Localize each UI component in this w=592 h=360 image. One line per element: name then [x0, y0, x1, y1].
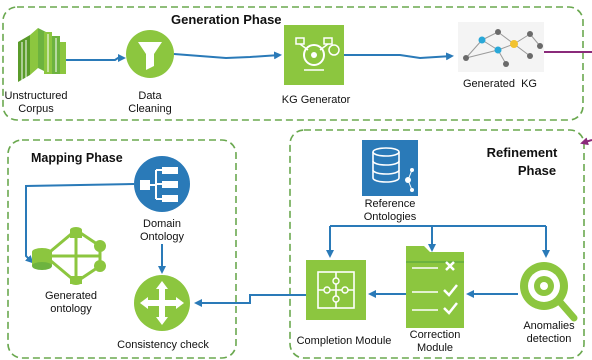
- domain-ontology-label: Domain Ontology: [130, 218, 194, 244]
- corpus-icon: [18, 28, 66, 82]
- refinement-title-line1: Refinement: [486, 145, 558, 160]
- anomalies-detection-label: Anomalies detection: [514, 320, 584, 346]
- unstructured-corpus-line1: Unstructured: [4, 90, 68, 102]
- puzzle-icon: [306, 260, 366, 320]
- generated-ontology-label: Generated ontology: [36, 290, 106, 316]
- generated-ontology-line2: ontology: [50, 303, 92, 315]
- refinement-title-line2: Phase: [517, 163, 557, 178]
- arrow-completion-to-consistency: [194, 294, 306, 307]
- anomalies-detection-line1: Anomalies: [523, 320, 575, 332]
- data-cleaning-line1: Data: [138, 90, 162, 102]
- generated-kg-icon: [458, 22, 544, 72]
- purple-arrow-in: [580, 137, 592, 146]
- hierarchy-icon: [134, 156, 190, 212]
- funnel-icon: [126, 30, 174, 78]
- correction-module-line1: Correction: [409, 329, 461, 341]
- refinement-phase-title: Refinement Phase: [470, 144, 574, 180]
- data-cleaning-line2: Cleaning: [128, 103, 172, 115]
- generated-ontology-icon: [32, 227, 106, 285]
- domain-ontology-line1: Domain: [143, 218, 181, 230]
- reference-ontologies-line2: Ontologies: [363, 211, 417, 223]
- generation-phase-box: [2, 6, 584, 121]
- correction-module-label: Correction Module: [402, 329, 468, 355]
- kg-generator-label: KG Generator: [281, 94, 351, 106]
- consistency-check-icon: [134, 275, 190, 331]
- arrow-cleaning-to-generator: [173, 51, 282, 60]
- generation-phase-title: Generation Phase: [171, 12, 282, 27]
- domain-ontology-line2: Ontology: [139, 231, 185, 243]
- generated-ontology-line1: Generated: [45, 290, 97, 302]
- unstructured-corpus-label: Unstructured Corpus: [0, 90, 72, 116]
- arrow-corpus-to-cleaning: [66, 54, 126, 62]
- generated-kg-label: Generated KG: [463, 78, 537, 90]
- correction-module-line2: Module: [416, 342, 454, 354]
- arrow-generator-to-kg: [344, 52, 454, 61]
- mapping-phase-title: Mapping Phase: [31, 151, 123, 165]
- anomalies-detection-icon: [520, 262, 578, 322]
- data-cleaning-label: Data Cleaning: [120, 90, 180, 116]
- kg-generator-icon: [284, 25, 344, 85]
- consistency-check-label: Consistency check: [117, 339, 209, 351]
- arrow-domain-to-generated-ontology: [24, 183, 135, 264]
- reference-ontologies-label: Reference Ontologies: [352, 198, 428, 224]
- mapping-phase-box: [7, 139, 237, 359]
- database-icon: [362, 140, 418, 196]
- anomalies-detection-line2: detection: [526, 333, 572, 345]
- unstructured-corpus-line2: Corpus: [18, 103, 54, 115]
- refinement-phase-box: [289, 129, 585, 359]
- completion-module-label: Completion Module: [296, 335, 392, 347]
- correction-module-icon: [406, 246, 464, 328]
- reference-ontologies-line1: Reference: [364, 198, 416, 210]
